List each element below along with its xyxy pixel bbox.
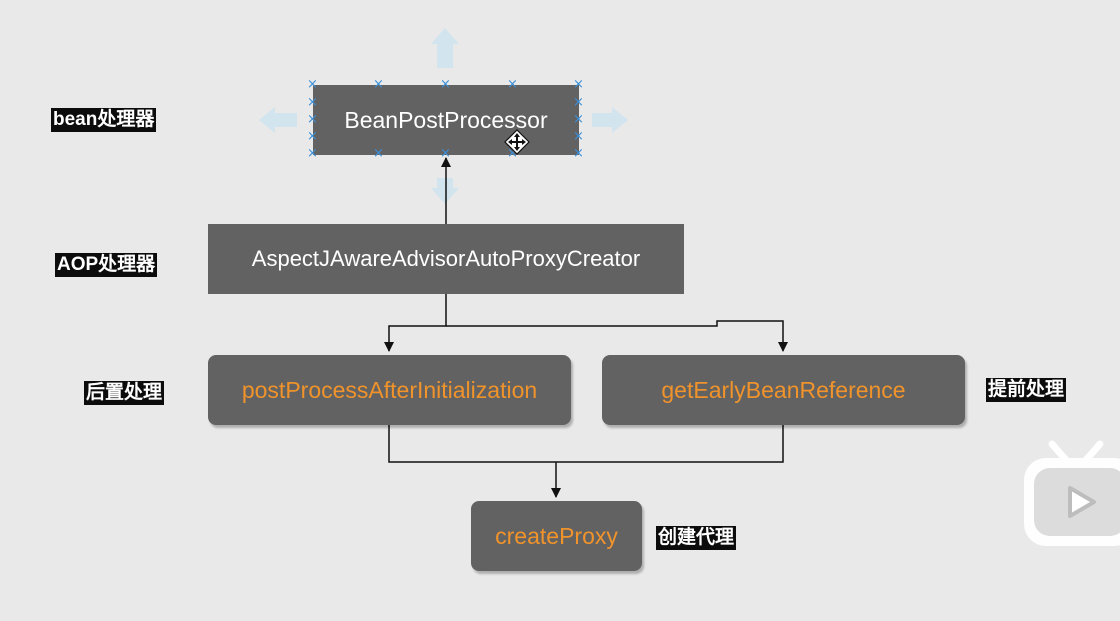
selection-handle[interactable]: ×	[373, 77, 384, 92]
selection-handle[interactable]: ×	[440, 77, 451, 92]
node-get-early-bean-reference[interactable]: getEarlyBeanReference	[602, 355, 965, 425]
label-early-processing: 提前处理	[986, 378, 1067, 402]
selection-handle[interactable]: ×	[573, 95, 584, 110]
node-aspectj-creator[interactable]: AspectJAwareAdvisorAutoProxyCreator	[208, 224, 684, 294]
label-aop-processor: AOP处理器	[55, 253, 158, 277]
selection-handle[interactable]: ×	[307, 129, 318, 144]
label-bean-processor: bean处理器	[51, 108, 157, 132]
selection-handle[interactable]: ×	[440, 146, 451, 161]
selection-handle[interactable]: ×	[307, 146, 318, 161]
selection-handle[interactable]: ×	[507, 146, 518, 161]
selection-handle[interactable]: ×	[307, 95, 318, 110]
play-button-icon[interactable]	[1022, 440, 1120, 548]
selection-handle[interactable]: ×	[307, 112, 318, 127]
selection-handle[interactable]: ×	[573, 77, 584, 92]
selection-handle[interactable]: ×	[573, 112, 584, 127]
label-create-proxy: 创建代理	[656, 526, 737, 550]
node-bean-post-processor[interactable]: BeanPostProcessor	[313, 85, 579, 155]
label-post-processing: 后置处理	[84, 381, 165, 405]
arrow-to-post-process	[384, 294, 447, 352]
node-post-process-after-initialization[interactable]: postProcessAfterInitialization	[208, 355, 571, 425]
line-from-post-process	[388, 425, 784, 463]
selection-handle[interactable]: ×	[573, 129, 584, 144]
selection-handle[interactable]: ×	[507, 77, 518, 92]
selection-handle[interactable]: ×	[373, 146, 384, 161]
move-arrows-icon	[259, 28, 628, 204]
selection-handle[interactable]: ×	[573, 146, 584, 161]
arrow-to-early-reference	[446, 320, 788, 352]
move-cursor-icon	[504, 129, 530, 155]
node-create-proxy[interactable]: createProxy	[471, 501, 642, 571]
selection-handle[interactable]: ×	[307, 77, 318, 92]
